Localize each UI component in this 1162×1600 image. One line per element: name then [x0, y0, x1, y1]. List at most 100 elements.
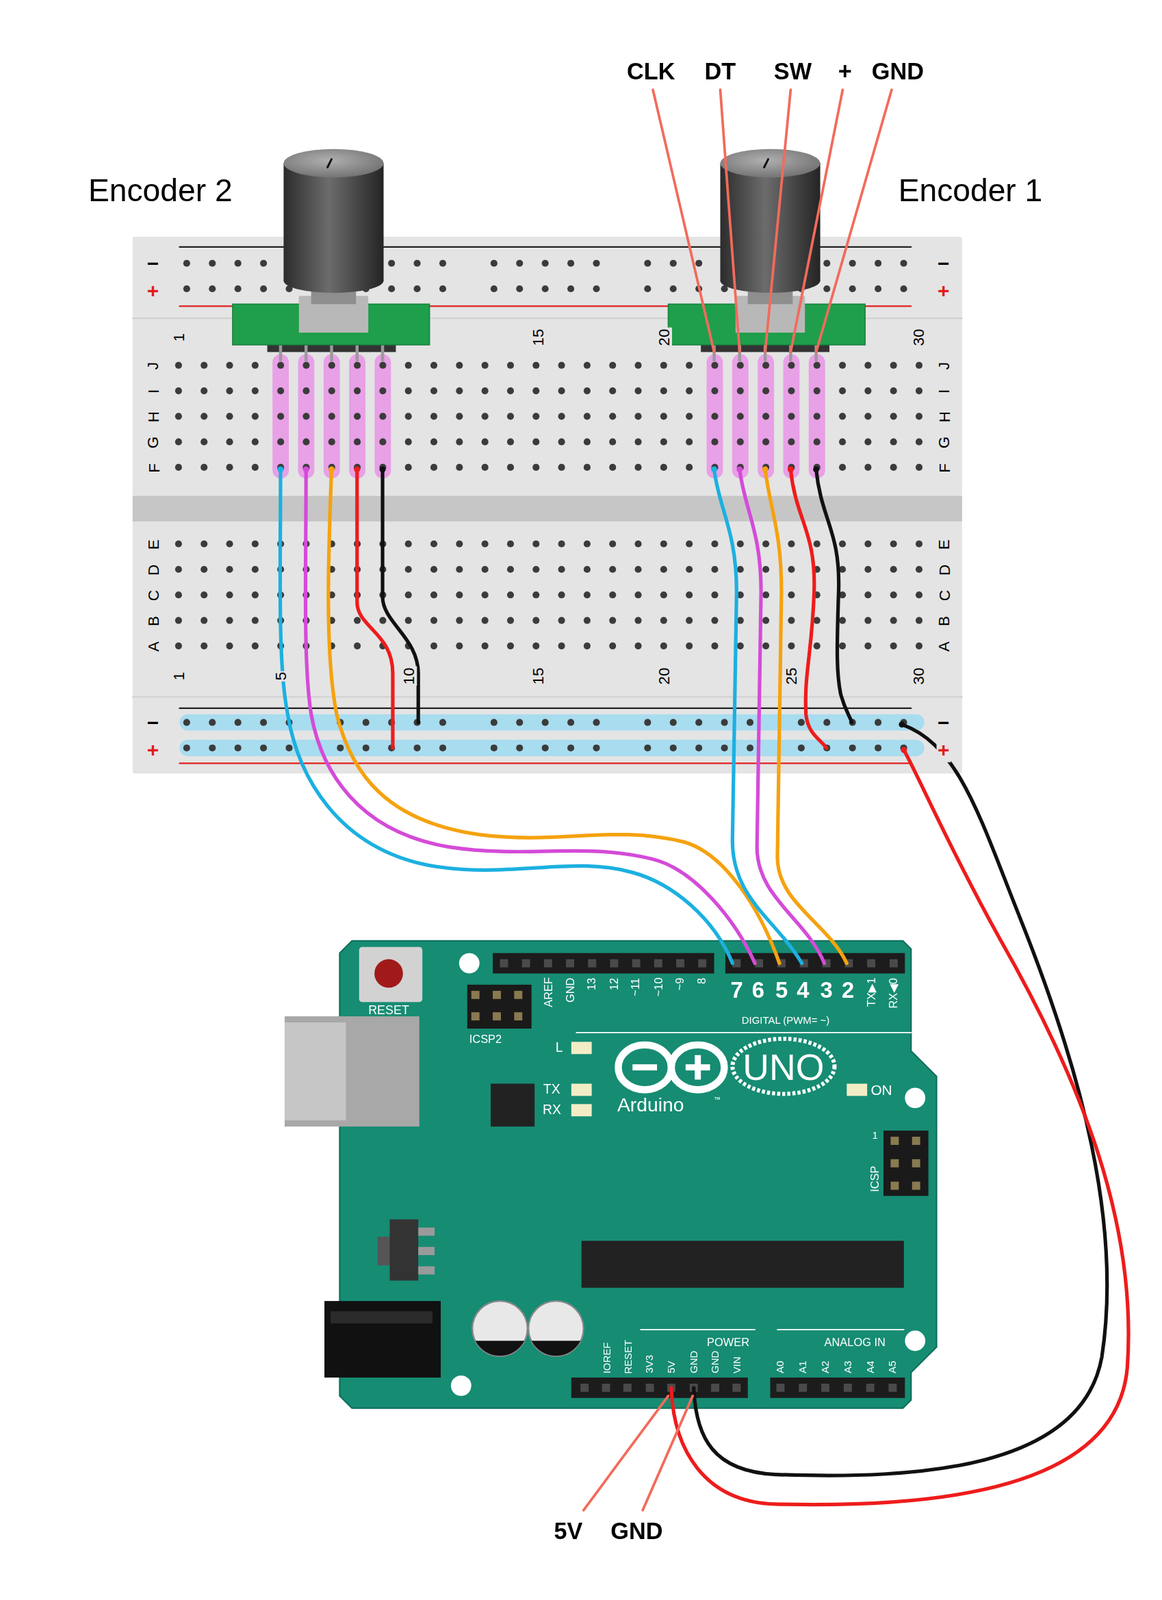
- breadboard-hole: [685, 591, 693, 599]
- breadboard-hole: [251, 412, 259, 420]
- breadboard-hole: [328, 387, 336, 395]
- breadboard-hole: [592, 260, 600, 267]
- pin-label: TX▶1: [864, 977, 878, 1007]
- breadboard-hole: [302, 362, 310, 369]
- breadboard-hole: [762, 387, 770, 395]
- breadboard-hole: [660, 540, 668, 548]
- wire-end: [787, 466, 794, 473]
- breadboard-hole: [864, 412, 872, 420]
- breadboard-hole: [507, 540, 514, 548]
- column-number: 15: [528, 327, 547, 347]
- breadboard-hole: [915, 438, 923, 446]
- regulator-pin: [418, 1246, 435, 1256]
- wire-end: [898, 721, 905, 728]
- breadboard-hole: [823, 260, 831, 267]
- header-socket: [711, 1383, 720, 1392]
- breadboard-hole: [685, 540, 693, 548]
- breadboard-hole: [838, 438, 846, 446]
- row-letter: D: [934, 563, 953, 577]
- encoder-pin: [279, 342, 282, 362]
- breadboard-hole: [592, 285, 600, 293]
- breadboard-hole: [634, 565, 642, 573]
- leader-line: [583, 1396, 669, 1511]
- breadboard-hole: [430, 642, 438, 650]
- header-label: ICSP: [868, 1165, 882, 1192]
- breadboard-hole: [225, 565, 233, 573]
- breadboard-hole: [762, 642, 770, 650]
- logo-ring: [671, 1044, 725, 1091]
- breadboard-hole: [787, 565, 795, 573]
- capacitor-band: [475, 1340, 525, 1356]
- breadboard-hole: [234, 719, 242, 727]
- breadboard-hole: [660, 412, 668, 420]
- breadboard-hole: [414, 285, 421, 293]
- breadboard-hole: [481, 387, 489, 395]
- breadboard-hole: [609, 387, 616, 395]
- breadboard-hole: [541, 719, 549, 727]
- analog-header: [770, 1377, 906, 1399]
- header-socket: [646, 1383, 655, 1392]
- breadboard-hole: [737, 387, 744, 395]
- breadboard-hole: [762, 362, 770, 369]
- header-socket: [580, 1383, 589, 1392]
- breadboard-hole: [455, 438, 463, 446]
- breadboard-hole: [251, 540, 259, 548]
- silkscreen-line: [576, 1031, 911, 1034]
- breadboard-hole: [353, 412, 361, 420]
- leader-line: [816, 89, 892, 352]
- header-socket: [888, 1383, 897, 1392]
- breadboard-hole: [711, 642, 718, 650]
- breadboard-hole: [567, 719, 575, 727]
- breadboard-hole: [874, 285, 882, 293]
- mounting-hole: [450, 1375, 472, 1397]
- breadboard-hole: [838, 617, 846, 625]
- breadboard-hole: [915, 387, 923, 395]
- pin-label: AREF: [541, 977, 555, 1008]
- breadboard-hole: [643, 285, 651, 293]
- breadboard-hole: [634, 540, 642, 548]
- silkscreen-line: [777, 1328, 905, 1331]
- breadboard-hole: [669, 285, 677, 293]
- jumper-wire: [671, 750, 1129, 1505]
- breadboard-hole: [685, 362, 693, 369]
- breadboard-hole: [515, 260, 523, 267]
- breadboard-hole: [838, 387, 846, 395]
- breadboard-hole: [813, 642, 821, 650]
- breadboard-hole: [532, 463, 540, 471]
- breadboard-hole: [481, 591, 489, 599]
- header-pin: [471, 1012, 480, 1021]
- breadboard-hole: [455, 362, 463, 369]
- breadboard-hole: [379, 617, 386, 625]
- breadboard-hole: [787, 412, 795, 420]
- breadboard-hole: [208, 719, 216, 727]
- breadboard-hole: [737, 438, 744, 446]
- breadboard-hole: [695, 260, 703, 267]
- knob-top: [283, 149, 384, 178]
- button-label: RESET: [368, 1003, 410, 1019]
- breadboard-hole: [481, 540, 489, 548]
- column-number: 20: [654, 665, 673, 686]
- breadboard-hole: [634, 591, 642, 599]
- column-number: 20: [654, 327, 673, 347]
- breadboard-hole: [225, 438, 233, 446]
- wire-end: [736, 466, 743, 473]
- breadboard-hole: [405, 438, 412, 446]
- breadboard-hole: [507, 591, 514, 599]
- mounting-hole: [459, 953, 480, 974]
- breadboard-hole: [567, 744, 575, 752]
- breadboard-hole: [849, 744, 857, 752]
- column-number: 30: [909, 665, 928, 686]
- breadboard-hole: [583, 591, 591, 599]
- breadboard-hole: [379, 438, 386, 446]
- knob-top: [719, 149, 820, 178]
- knob-body: [283, 163, 384, 281]
- header-pin: [890, 1181, 899, 1191]
- pin-number: 3: [820, 977, 833, 1004]
- breadboard-hole: [583, 617, 591, 625]
- breadboard-hole: [567, 285, 575, 293]
- breadboard-hole: [455, 463, 463, 471]
- center-channel: [132, 496, 963, 522]
- row-letter: J: [143, 360, 162, 371]
- led: [571, 1103, 592, 1117]
- breadboard-hole: [838, 412, 846, 420]
